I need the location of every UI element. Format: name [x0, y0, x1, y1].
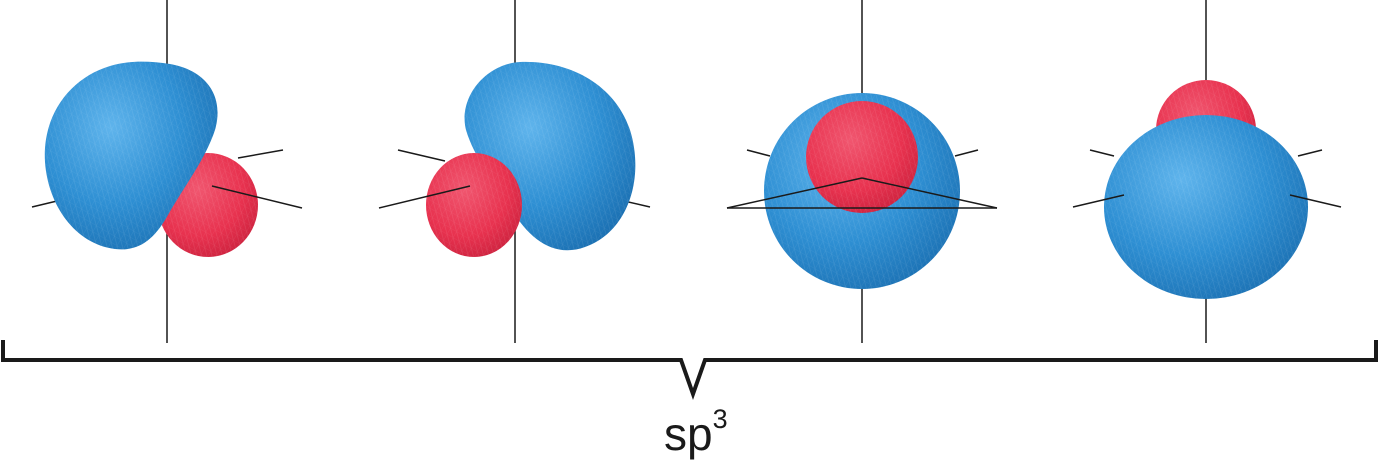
diagonal-axis-right	[861, 177, 998, 209]
mesh-overlay	[1104, 115, 1308, 299]
hybridization-label: sp3	[664, 404, 728, 460]
y-axis-line-back	[397, 149, 446, 162]
mesh-overlay	[806, 101, 918, 213]
orbital-2	[378, 0, 651, 343]
y-axis-line-back-right	[1297, 149, 1323, 157]
mesh-overlay	[44, 61, 218, 250]
y-axis-line-back-left	[746, 149, 771, 157]
orbital-1	[31, 0, 303, 343]
label-base: sp	[664, 408, 713, 460]
mesh-overlay	[426, 153, 522, 257]
x-axis-line-right	[1289, 194, 1342, 208]
x-axis-line-left	[1072, 194, 1125, 208]
label-superscript: 3	[713, 404, 728, 434]
orbital-3	[726, 0, 998, 343]
diagonal-axis-left	[726, 177, 863, 209]
y-axis-line-back-left	[1089, 149, 1115, 157]
y-axis-line-back-right	[954, 149, 979, 157]
mesh-overlay	[464, 61, 636, 251]
y-axis-line-back	[237, 149, 284, 159]
orbital-4	[1072, 0, 1342, 343]
x-axis-line-left	[378, 185, 471, 209]
grouping-bracket	[1, 340, 1378, 401]
x-axis-line-right	[211, 185, 303, 209]
